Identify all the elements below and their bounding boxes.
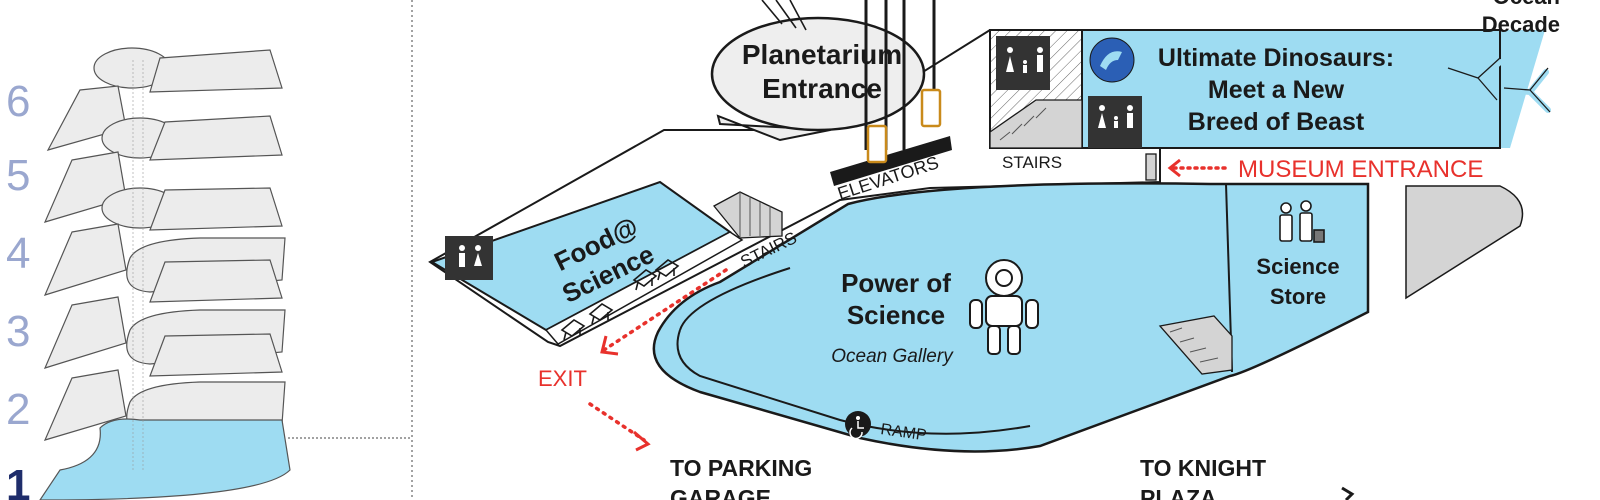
dining-table-icon xyxy=(632,269,658,291)
floor-number-6[interactable]: 6 xyxy=(6,77,30,126)
museum-entrance-label[interactable]: MUSEUM ENTRANCE xyxy=(1238,156,1483,183)
knight-arrow-icon xyxy=(1341,486,1355,500)
ultimate-dinosaurs-label-2: Meet a New xyxy=(1208,76,1345,104)
floor-selector: 6 5 4 3 2 1 xyxy=(6,47,412,500)
ocean-gallery-label: Ocean Gallery xyxy=(831,346,954,367)
ramp-label: RAMP xyxy=(879,421,927,444)
shopping-icon xyxy=(1279,200,1325,243)
stairs-icon xyxy=(1158,315,1233,375)
to-knight-label-1[interactable]: TO KNIGHT xyxy=(1140,455,1266,481)
stairs-label-top: STAIRS xyxy=(1002,153,1062,172)
diving-suit-icon xyxy=(969,259,1039,355)
ocean-decade-label-1: Ocean xyxy=(1493,0,1560,9)
family-restroom-icon xyxy=(996,36,1050,90)
elevator-icon xyxy=(866,88,942,164)
power-of-science-label-1: Power of xyxy=(841,268,951,298)
dining-table-icon xyxy=(560,319,586,341)
exit-path xyxy=(602,268,728,352)
science-store-label-2: Store xyxy=(1270,284,1326,309)
science-store-label-1: Science xyxy=(1256,254,1339,279)
floor-plate-5[interactable] xyxy=(43,115,283,223)
exit-label[interactable]: EXIT xyxy=(538,366,587,391)
floor-number-3[interactable]: 3 xyxy=(6,307,30,356)
floor-plate-1[interactable] xyxy=(39,418,291,500)
planetarium-label-2: Entrance xyxy=(762,73,882,104)
to-parking-label-2[interactable]: GARAGE xyxy=(670,485,771,500)
stairs-icon xyxy=(713,191,783,239)
exit-arrow-icon xyxy=(600,335,619,356)
entrance-arrow-icon xyxy=(1167,158,1181,178)
to-parking-label-1[interactable]: TO PARKING xyxy=(670,455,812,481)
ultimate-dinosaurs-label-1: Ultimate Dinosaurs: xyxy=(1158,44,1394,72)
restroom-icon xyxy=(445,236,493,280)
accessible-icon xyxy=(845,411,871,440)
power-of-science-label-2: Science xyxy=(847,300,945,330)
exterior-block xyxy=(1405,185,1524,300)
floor-number-current[interactable]: 1 xyxy=(6,461,30,500)
planetarium-label-1: Planetarium xyxy=(742,39,902,70)
ocean-decade-label-2: Decade xyxy=(1482,12,1560,37)
ultimate-dinosaurs-label-3: Breed of Beast xyxy=(1188,108,1365,136)
seating-strip xyxy=(544,231,744,345)
planetarium-bubble[interactable] xyxy=(710,16,926,132)
floor-plate-6[interactable] xyxy=(46,47,283,151)
stairs-icon xyxy=(989,99,1083,149)
elevator-bank[interactable] xyxy=(830,136,952,186)
dining-table-icon xyxy=(654,259,680,281)
floor-number-2[interactable]: 2 xyxy=(6,385,30,434)
dinosaur-exhibit-icon xyxy=(1089,37,1135,83)
floor-number-5[interactable]: 5 xyxy=(6,151,30,200)
floor-number-4[interactable]: 4 xyxy=(6,229,30,278)
dining-table-icon xyxy=(588,303,614,325)
family-restroom-icon xyxy=(1088,96,1142,148)
entrance-door-icon xyxy=(1145,153,1157,181)
exit-arrow-icon xyxy=(633,430,651,452)
to-knight-label-2[interactable]: PLAZA xyxy=(1140,485,1217,500)
